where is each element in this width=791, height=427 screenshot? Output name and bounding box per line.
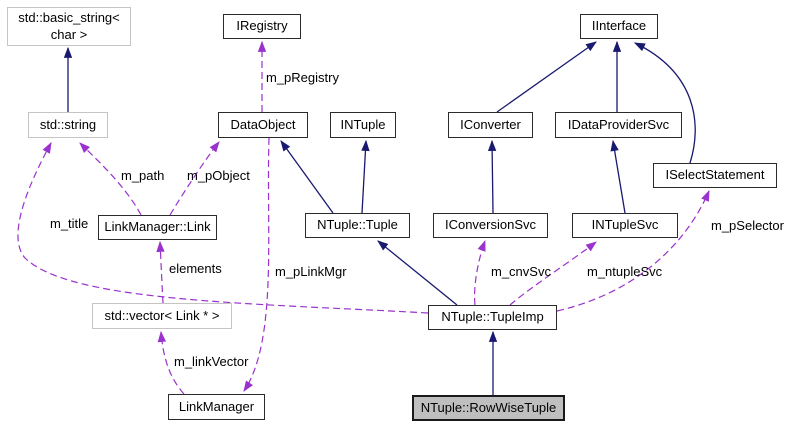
edge-label-m_linkVector: m_linkVector (174, 354, 249, 369)
node-label: IConversionSvc (444, 217, 537, 233)
node-label: char > (50, 26, 88, 42)
node-label: IDataProviderSvc (567, 116, 670, 132)
edge-ntuple-tuple-to-dataobject (280, 140, 334, 214)
edge-label-m_cnvSvc: m_cnvSvc (491, 264, 551, 279)
edge-iconversionsvc-to-iconverter (487, 139, 497, 214)
node-idataprovidersvc[interactable]: IDataProviderSvc (555, 112, 682, 138)
node-iconverter[interactable]: IConverter (448, 112, 533, 138)
edge-iselectstatement-to-iinterface (634, 42, 696, 164)
edge-ntuple-tupleimp-to-iconversionsvc (473, 239, 486, 306)
edge-label-m_title: m_title (50, 216, 88, 231)
edge-label-m_pSelector: m_pSelector (711, 218, 785, 233)
node-iselectstatement[interactable]: ISelectStatement (653, 163, 777, 188)
node-label: NTuple::Tuple (317, 217, 398, 233)
edge-label-m_path: m_path (121, 168, 164, 183)
edge-intuplesvc-to-idataprovidersvc (610, 139, 626, 214)
node-label: IRegistry (236, 18, 288, 34)
edge-ntuple-tupleimp-to-std-string (17, 142, 429, 314)
node-linkmanager-link[interactable]: LinkManager::Link (98, 215, 217, 240)
node-label: DataObject (230, 116, 296, 132)
edge-label-elements: elements (169, 261, 222, 276)
node-label: NTuple::RowWiseTuple (420, 399, 557, 415)
node-label: LinkManager (178, 398, 255, 414)
node-iconversionsvc[interactable]: IConversionSvc (433, 213, 548, 238)
node-label: std::basic_string< (18, 10, 120, 26)
edge-label-m_ntupleSvc: m_ntupleSvc (587, 264, 663, 279)
edge-label-m_pLinkMgr: m_pLinkMgr (275, 264, 347, 279)
edge-label-m_pRegistry: m_pRegistry (266, 70, 339, 85)
edge-std-vector-link-to-linkmanager-link (156, 240, 165, 304)
node-ntuple-rowwisetuple: NTuple::RowWiseTuple (412, 395, 565, 421)
node-ntuple-tuple[interactable]: NTuple::Tuple (305, 213, 410, 238)
node-label: std::string (39, 116, 97, 132)
edge-iconverter-to-iinterface (496, 41, 597, 113)
edge-linkmanager-to-std-vector-link (157, 330, 185, 395)
node-iregistry[interactable]: IRegistry (223, 14, 301, 39)
node-dataobject[interactable]: DataObject (218, 112, 308, 138)
node-intuple[interactable]: INTuple (330, 112, 396, 138)
node-label: IInterface (591, 18, 647, 34)
node-linkmanager[interactable]: LinkManager (168, 394, 265, 420)
node-intuplesvc[interactable]: INTupleSvc (572, 213, 678, 238)
node-label: NTuple::TupleImp (441, 309, 544, 325)
edge-ntuple-tupleimp-to-ntuple-tuple (377, 240, 458, 306)
node-std-string: std::string (28, 112, 108, 138)
node-label: LinkManager::Link (104, 219, 211, 235)
node-label: ISelectStatement (665, 167, 765, 183)
node-std-vector-link: std::vector< Link * > (92, 303, 232, 329)
edge-ntuple-tuple-to-intuple (361, 139, 370, 214)
node-ntuple-tupleimp[interactable]: NTuple::TupleImp (428, 305, 557, 330)
node-iinterface[interactable]: IInterface (580, 14, 658, 39)
edge-label-m_pObject: m_pObject (187, 168, 250, 183)
edge-dataobject-to-linkmanager (243, 137, 270, 392)
node-label: IConverter (460, 116, 521, 132)
node-std-basic-string: std::basic_string<char > (7, 7, 131, 46)
node-label: INTuple (340, 116, 386, 132)
node-label: std::vector< Link * > (104, 307, 220, 323)
edge-ntuple-tupleimp-to-iselectstatement (556, 189, 710, 312)
node-label: INTupleSvc (591, 217, 659, 233)
edge-linkmanager-link-to-dataobject (169, 141, 220, 216)
